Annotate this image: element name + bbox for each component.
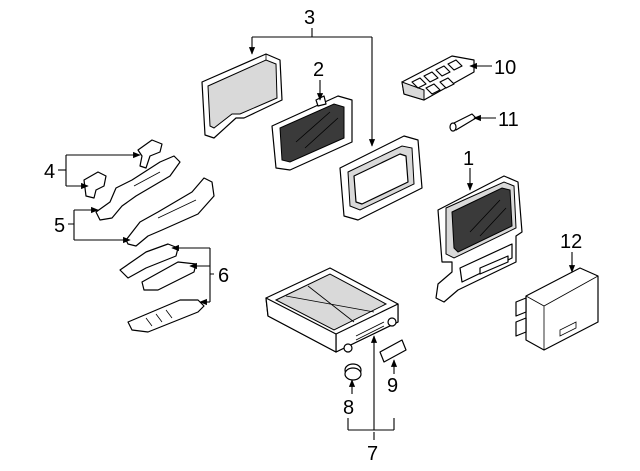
callout-6: 6	[218, 265, 229, 287]
trim-piece-lower	[125, 177, 215, 247]
callout-4: 4	[44, 161, 55, 183]
display-bezel-large	[201, 53, 283, 139]
clip-upper	[119, 243, 179, 279]
trim-piece-upper	[95, 155, 181, 221]
callout-11: 11	[498, 109, 519, 131]
leader-lines	[58, 28, 576, 440]
knob	[344, 363, 362, 381]
callout-1: 1	[463, 148, 474, 170]
label-card	[379, 339, 407, 363]
bracket-upper	[137, 139, 163, 169]
callout-2: 2	[313, 59, 324, 81]
callout-7: 7	[367, 443, 378, 465]
display-screen	[271, 95, 353, 171]
stylus	[449, 113, 477, 132]
callout-12: 12	[560, 231, 582, 253]
radio-head-unit	[265, 267, 399, 353]
callout-8: 8	[343, 397, 354, 419]
bracket-lower	[83, 171, 107, 199]
control-module	[515, 267, 599, 351]
clip-middle	[141, 261, 197, 291]
callout-3: 3	[304, 7, 315, 29]
callout-9: 9	[387, 375, 398, 397]
display-bezel-center	[339, 135, 423, 221]
display-assembly	[435, 175, 523, 303]
callout-10: 10	[494, 57, 516, 79]
callout-5: 5	[54, 215, 65, 237]
remote-control	[401, 55, 475, 101]
clip-lower	[127, 299, 205, 333]
